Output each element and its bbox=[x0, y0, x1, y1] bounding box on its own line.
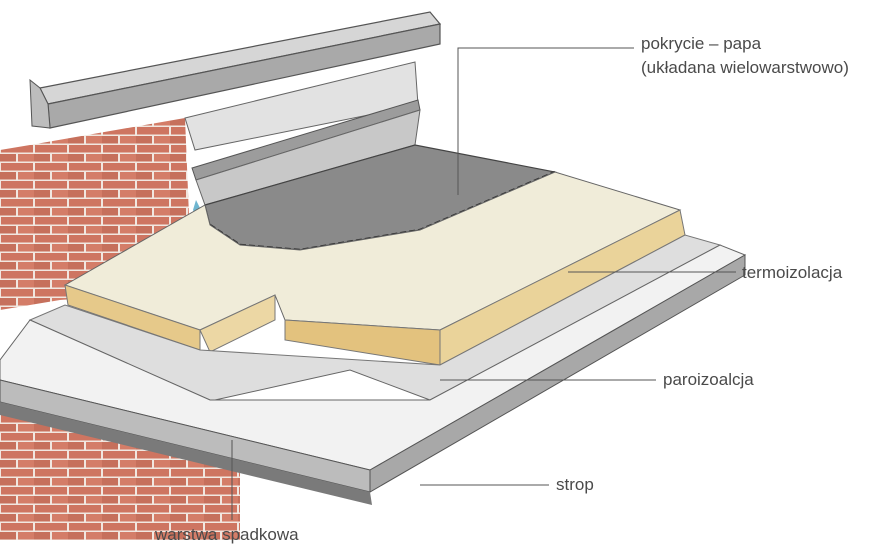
label-warstwa-spadkowa: warstwa spadkowa bbox=[155, 525, 299, 544]
leader-pokrycie bbox=[457, 47, 634, 195]
leader-lines bbox=[231, 47, 736, 520]
slab-side bbox=[369, 254, 746, 493]
label-pokrycie-papa: pokrycie – papa bbox=[641, 34, 762, 53]
label-pokrycie-note: (układana wielowarstwowo) bbox=[641, 58, 849, 77]
insulation-front-step bbox=[199, 294, 276, 353]
label-paroizolacja: paroizoalcja bbox=[663, 370, 754, 389]
parapet-coping-side bbox=[29, 78, 51, 129]
slab-bottom bbox=[0, 402, 372, 505]
label-termoizolacja: termoizolacja bbox=[742, 263, 843, 282]
label-strop: strop bbox=[556, 475, 594, 494]
